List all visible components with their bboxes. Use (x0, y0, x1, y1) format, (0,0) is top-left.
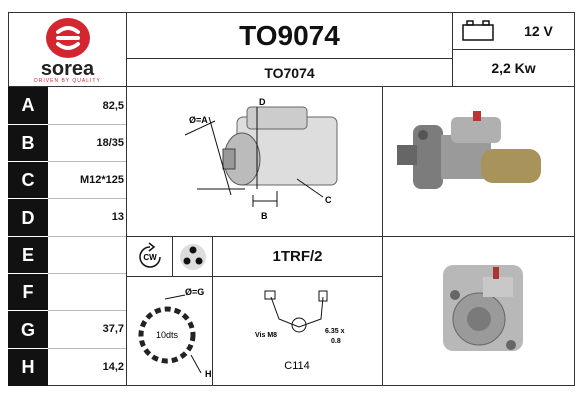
connector-row-divider (126, 276, 382, 277)
alt-part-number: TO7074 (264, 64, 315, 81)
border-right (574, 12, 575, 386)
header-divider (8, 86, 575, 87)
starter-sketch-icon: Ø=A D B C (184, 97, 338, 221)
voltage-value: 12 V (524, 23, 553, 39)
brand-tagline: DRIVEN BY QUALITY (34, 77, 101, 84)
specs-row-divider (452, 49, 575, 50)
power-value: 2,2 Kw (491, 60, 536, 76)
dim-letter-h: H (8, 348, 48, 386)
pinion-diameter-label: Ø=G (185, 287, 204, 297)
dim-letter-f: F (8, 273, 48, 311)
dim-value-b: 18/35 (96, 136, 124, 149)
three-hole-flange-icon (179, 243, 206, 270)
dim-value-e (48, 236, 126, 273)
pinion-divider (212, 236, 213, 386)
row-line (48, 348, 126, 349)
dim-value-a: 82,5 (102, 99, 124, 112)
row-line (48, 124, 126, 125)
screw-label: Vis M8 (255, 332, 277, 339)
value-column-divider (126, 12, 127, 386)
dim-value-c: M12*125 (79, 173, 124, 186)
middle-divider (126, 236, 575, 237)
starter-motor-photo-icon (397, 111, 541, 189)
battery-icon (453, 13, 503, 49)
clockwise-arrow-icon: CW (138, 241, 161, 268)
d-label: D (259, 97, 266, 107)
row-line (48, 310, 126, 311)
terminal-code: C114 (284, 360, 309, 372)
product-photo-side (383, 87, 574, 236)
terminal-drawing: Vis M8 6.35 x 0.8 C114 (213, 277, 382, 385)
cw-divider (172, 236, 173, 277)
b-label: B (261, 211, 268, 221)
pinion-teeth-label: 10dts (156, 330, 179, 340)
mounting-cell (173, 237, 212, 276)
rotation-label: CW (143, 253, 157, 262)
connector-code: 1TRF/2 (272, 248, 323, 265)
border-bottom (8, 385, 575, 386)
rotation-cell: CW (127, 237, 172, 276)
title-divider (126, 58, 452, 59)
terminal-bracket-icon: Vis M8 6.35 x 0.8 C114 (255, 290, 345, 372)
dim-value-h: 14,2 (102, 360, 124, 373)
dim-letter-b: B (8, 124, 48, 162)
product-datasheet: sorea DRIVEN BY QUALITY TO9074 TO7074 12… (8, 12, 575, 386)
border-top (8, 12, 575, 13)
dim-letter-d: D (8, 198, 48, 237)
dimension-drawing: Ø=A D B C (127, 87, 382, 236)
brand-logo: sorea DRIVEN BY QUALITY (9, 13, 126, 86)
starter-front-photo-icon (443, 265, 523, 351)
pinion-gear-icon: Ø=G 10dts H (138, 287, 212, 379)
dim-letter-c: C (8, 161, 48, 199)
dim-letter-g: G (8, 310, 48, 349)
tab-label-1: 6.35 x (325, 328, 345, 335)
part-number: TO9074 (239, 19, 340, 51)
row-line (48, 198, 126, 199)
dim-value-g: 37,7 (102, 323, 124, 335)
row-line (48, 236, 126, 237)
brand-name: sorea (40, 57, 95, 80)
dim-letter-a: A (8, 87, 48, 124)
c-label: C (325, 195, 332, 205)
row-line (48, 273, 126, 274)
tab-label-2: 0.8 (331, 338, 341, 345)
diameter-label: Ø=A (189, 115, 208, 125)
pinion-drawing: Ø=G 10dts H (127, 277, 212, 385)
sorea-logo-icon (45, 17, 90, 58)
dim-value-f (48, 273, 126, 310)
pinion-h-label: H (205, 369, 212, 379)
product-photo-front (383, 237, 574, 385)
dim-value-d: 13 (111, 211, 124, 223)
dim-letter-e: E (8, 236, 48, 274)
row-line (48, 161, 126, 162)
